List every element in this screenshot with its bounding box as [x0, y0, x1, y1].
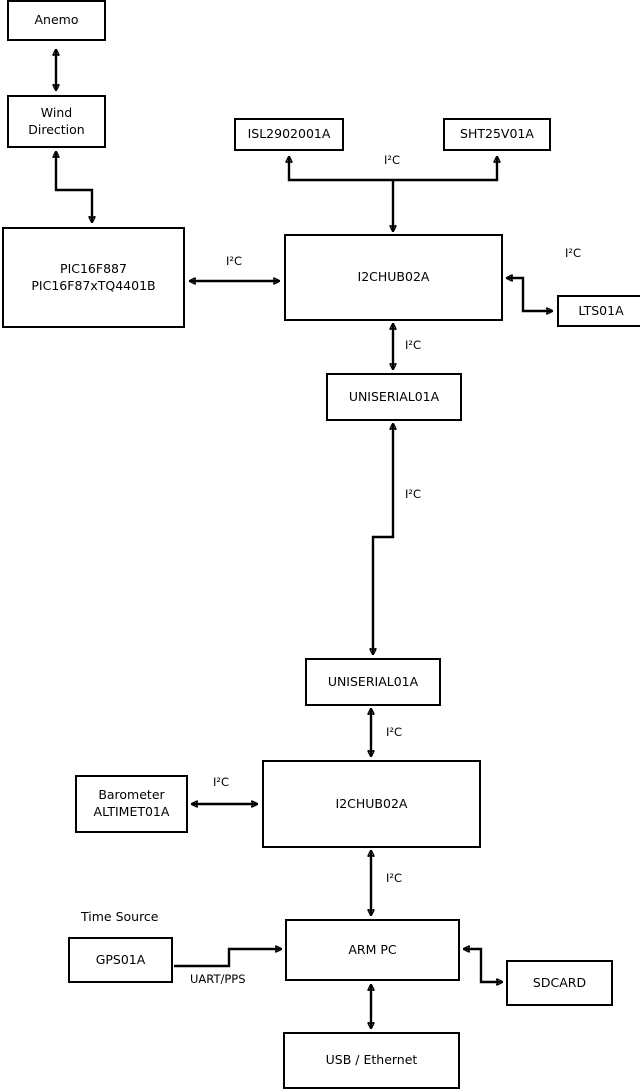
- node-i2chub02a-top-label: I2CHUB02A: [357, 269, 430, 285]
- node-i2chub02a-bottom-label: I2CHUB02A: [335, 795, 408, 811]
- node-sdcard-label: SDCARD: [532, 974, 587, 990]
- wire-wind-pic: [56, 152, 92, 222]
- node-lts01a-label: LTS01A: [578, 302, 624, 318]
- label-time-source: Time Source: [81, 909, 159, 924]
- node-lts01a[interactable]: LTS01A: [557, 295, 640, 327]
- node-gps01a-label: GPS01A: [95, 951, 146, 967]
- node-sht25v01a-label: SHT25V01A: [460, 126, 534, 142]
- wire-gps-armpc: [174, 949, 281, 968]
- node-i2chub02a-bottom[interactable]: I2CHUB02A: [262, 760, 481, 848]
- node-uniserial01a-top[interactable]: UNISERIAL01A: [326, 373, 462, 421]
- node-arm-pc[interactable]: ARM PC: [285, 919, 460, 981]
- node-usb-ethernet-label: USB / Ethernet: [325, 1052, 418, 1068]
- edge-label-hub-top-to-lts: I²C: [565, 246, 582, 260]
- node-barometer-altimet01a-label: Barometer ALTIMET01A: [93, 787, 170, 819]
- node-pic-mcu-label: PIC16F887 PIC16F87xTQ4401B: [31, 260, 156, 293]
- node-sdcard[interactable]: SDCARD: [506, 960, 613, 1006]
- edge-label-barometer-to-hub-bot: I²C: [213, 775, 230, 789]
- node-usb-ethernet[interactable]: USB / Ethernet: [283, 1032, 460, 1089]
- node-isl2902001a-label: ISL2902001A: [247, 126, 331, 142]
- wire-uniserial-link: [373, 424, 393, 654]
- edge-label-hub-bot-to-armpc: I²C: [386, 871, 403, 885]
- node-uniserial01a-bottom-label: UNISERIAL01A: [327, 673, 419, 689]
- wire-armpc-sdcard: [464, 949, 502, 982]
- edge-label-pic-to-hub-top: I²C: [226, 254, 243, 268]
- node-anemo-label: Anemo: [34, 12, 79, 28]
- edge-label-hub-top-to-uniserial: I²C: [405, 338, 422, 352]
- node-wind-direction[interactable]: Wind Direction: [7, 95, 106, 148]
- node-gps01a[interactable]: GPS01A: [68, 937, 173, 983]
- node-uniserial01a-top-label: UNISERIAL01A: [348, 388, 440, 404]
- node-pic-mcu[interactable]: PIC16F887 PIC16F87xTQ4401B: [2, 227, 185, 328]
- node-wind-direction-label: Wind Direction: [28, 104, 85, 137]
- edge-label-uniserial-link: I²C: [405, 487, 422, 501]
- wire-hubtop-lts: [507, 278, 552, 311]
- edge-label-hub-top-to-sensors: I²C: [384, 153, 401, 167]
- node-barometer-altimet01a[interactable]: Barometer ALTIMET01A: [75, 775, 188, 833]
- node-i2chub02a-top[interactable]: I2CHUB02A: [284, 234, 503, 321]
- node-uniserial01a-bottom[interactable]: UNISERIAL01A: [305, 658, 441, 706]
- node-sht25v01a[interactable]: SHT25V01A: [443, 118, 551, 151]
- node-arm-pc-label: ARM PC: [348, 941, 397, 957]
- node-anemo[interactable]: Anemo: [7, 0, 106, 41]
- edge-label-uniserial-bot-to-hub-bot: I²C: [386, 725, 403, 739]
- edge-label-gps-to-armpc: UART/PPS: [190, 972, 246, 986]
- node-isl2902001a[interactable]: ISL2902001A: [234, 118, 344, 151]
